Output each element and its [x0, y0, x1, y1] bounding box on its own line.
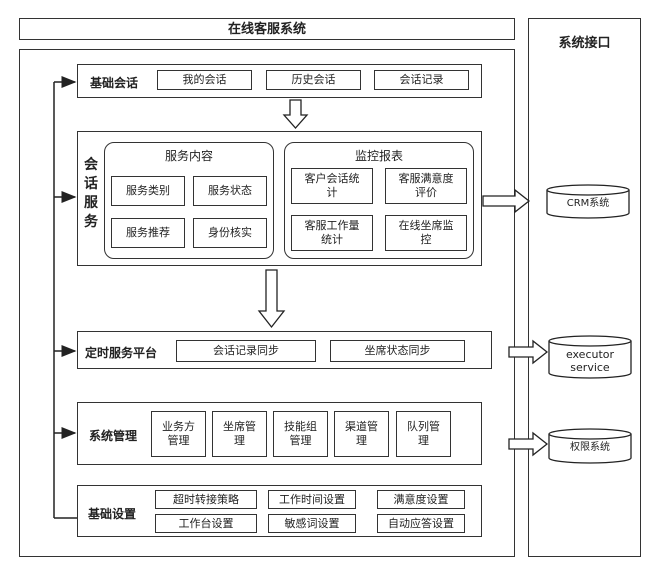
sensitive-words-box: 敏感词设置 [268, 514, 356, 533]
seat-mgmt-box: 坐席管 理 [212, 411, 267, 457]
service-recommend-box: 服务推荐 [111, 218, 185, 248]
executor-service-label: executor service [565, 348, 615, 375]
channel-mgmt-box: 渠道管 理 [334, 411, 389, 457]
queue-mgmt-box: 队列管 理 [396, 411, 451, 457]
timeout-transfer-box: 超时转接策略 [155, 490, 257, 509]
right-arrow-to-executor [508, 339, 549, 365]
satisfaction-eval-label: 客服满意度 评价 [398, 172, 454, 199]
interface-panel [528, 18, 641, 557]
session-sync-box: 会话记录同步 [176, 340, 316, 362]
auto-reply-box: 自动应答设置 [377, 514, 465, 533]
service-category-box: 服务类别 [111, 176, 185, 206]
permission-system-label: 权限系统 [570, 442, 610, 453]
identity-verify-box: 身份核实 [193, 218, 267, 248]
skill-group-mgmt-box: 技能组 管理 [273, 411, 328, 457]
online-seat-monitor-box: 在线坐席监 控 [385, 215, 467, 251]
page-title: 在线客服系统 [227, 22, 306, 37]
online-seat-monitor-label: 在线坐席监 控 [398, 219, 454, 246]
satisfaction-setting-box: 满意度设置 [377, 490, 465, 509]
basic-session-label: 基础会话 [90, 76, 139, 90]
work-time-box: 工作时间设置 [268, 490, 356, 509]
timed-platform-label: 定时服务平台 [85, 346, 158, 360]
vlabel-char: 话 [84, 175, 98, 192]
workload-stats-box: 客服工作量 统计 [291, 215, 373, 251]
interface-title: 系统接口 [558, 36, 611, 51]
right-arrow-to-permission [508, 431, 549, 457]
down-arrow-service-to-platform [257, 269, 286, 329]
skill-group-mgmt-label: 技能组 管理 [284, 420, 317, 447]
session-record-box: 会话记录 [374, 70, 469, 90]
down-arrow-session-to-service [282, 99, 309, 129]
satisfaction-eval-box: 客服满意度 评价 [385, 168, 467, 204]
permission-cylinder [548, 428, 632, 464]
channel-mgmt-label: 渠道管 理 [345, 420, 378, 447]
business-mgmt-label: 业务方 管理 [162, 420, 195, 447]
workload-stats-label: 客服工作量 统计 [304, 219, 360, 246]
crm-cylinder [546, 184, 630, 219]
monitor-report-title: 监控报表 [354, 149, 403, 163]
workbench-setting-box: 工作台设置 [155, 514, 257, 533]
system-mgmt-label: 系统管理 [89, 429, 138, 443]
right-arrow-to-crm [482, 188, 531, 214]
history-session-box: 历史会话 [266, 70, 361, 90]
basic-settings-label: 基础设置 [88, 507, 137, 521]
service-content-title: 服务内容 [164, 149, 213, 163]
title-bar [19, 18, 515, 40]
service-status-box: 服务状态 [193, 176, 267, 206]
crm-system-label: CRM系统 [566, 198, 610, 209]
business-mgmt-box: 业务方 管理 [151, 411, 206, 457]
customer-session-stats-box: 客户会话统 计 [291, 168, 373, 204]
queue-mgmt-label: 队列管 理 [407, 420, 440, 447]
vlabel-char: 务 [84, 213, 98, 230]
seat-mgmt-label: 坐席管 理 [223, 420, 256, 447]
customer-session-stats-label: 客户会话统 计 [304, 172, 360, 199]
session-service-vlabel: 会 话 服 务 [82, 156, 100, 232]
my-session-box: 我的会话 [157, 70, 252, 90]
vlabel-char: 服 [84, 194, 98, 211]
vlabel-char: 会 [84, 157, 98, 173]
seat-status-sync-box: 坐席状态同步 [330, 340, 465, 362]
executor-cylinder [548, 335, 632, 379]
